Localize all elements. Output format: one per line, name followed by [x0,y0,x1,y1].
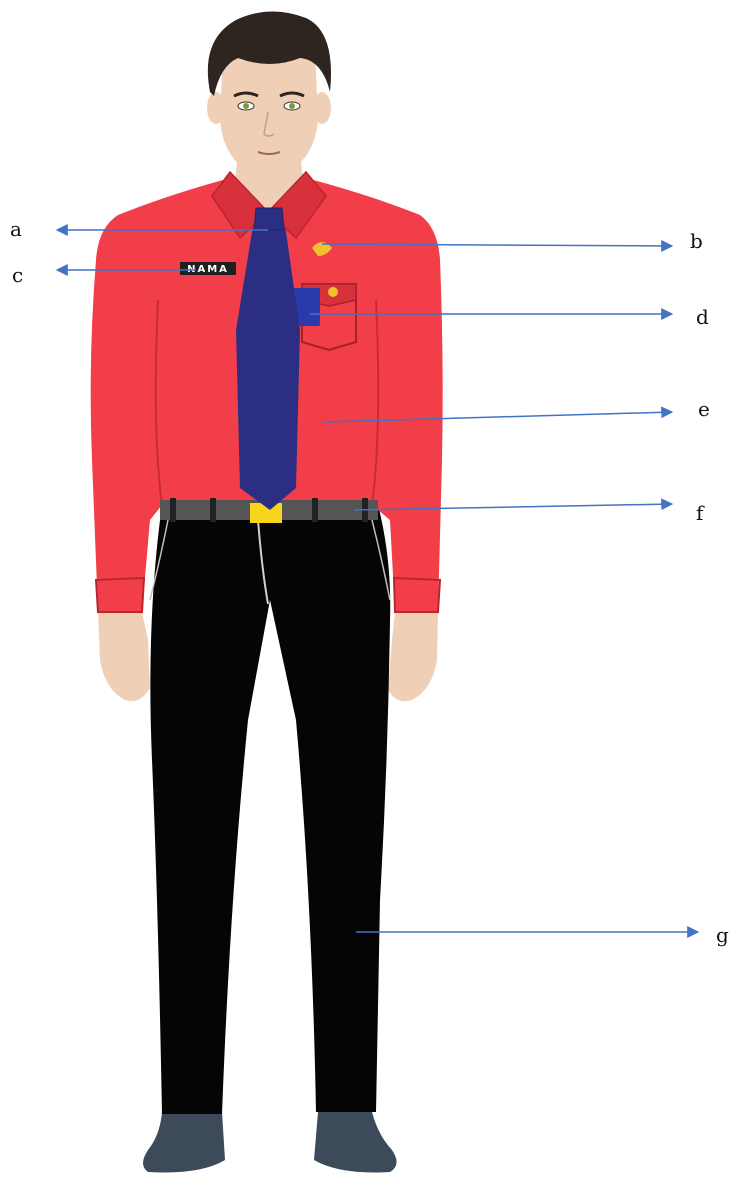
label-b: b [690,229,703,253]
label-g: g [716,923,729,947]
belt-loop-1 [170,498,176,522]
tie-knot [254,208,284,230]
belt-loop-2 [210,498,216,522]
trousers [150,505,390,1114]
pocket-emblem [328,287,338,297]
label-a: a [10,217,22,241]
left-shoe [143,1112,225,1173]
label-e: e [698,397,710,421]
left-iris [243,103,249,109]
right-iris [289,103,295,109]
left-ear [207,92,225,124]
right-ear [313,92,331,124]
right-hand [388,612,438,701]
label-f: f [696,501,705,525]
label-c: c [12,263,23,287]
label-d: d [696,305,709,329]
belt-loop-3 [312,498,318,522]
figure: NAMA [91,11,443,1172]
left-hand [98,612,150,701]
right-shoe [314,1112,397,1173]
